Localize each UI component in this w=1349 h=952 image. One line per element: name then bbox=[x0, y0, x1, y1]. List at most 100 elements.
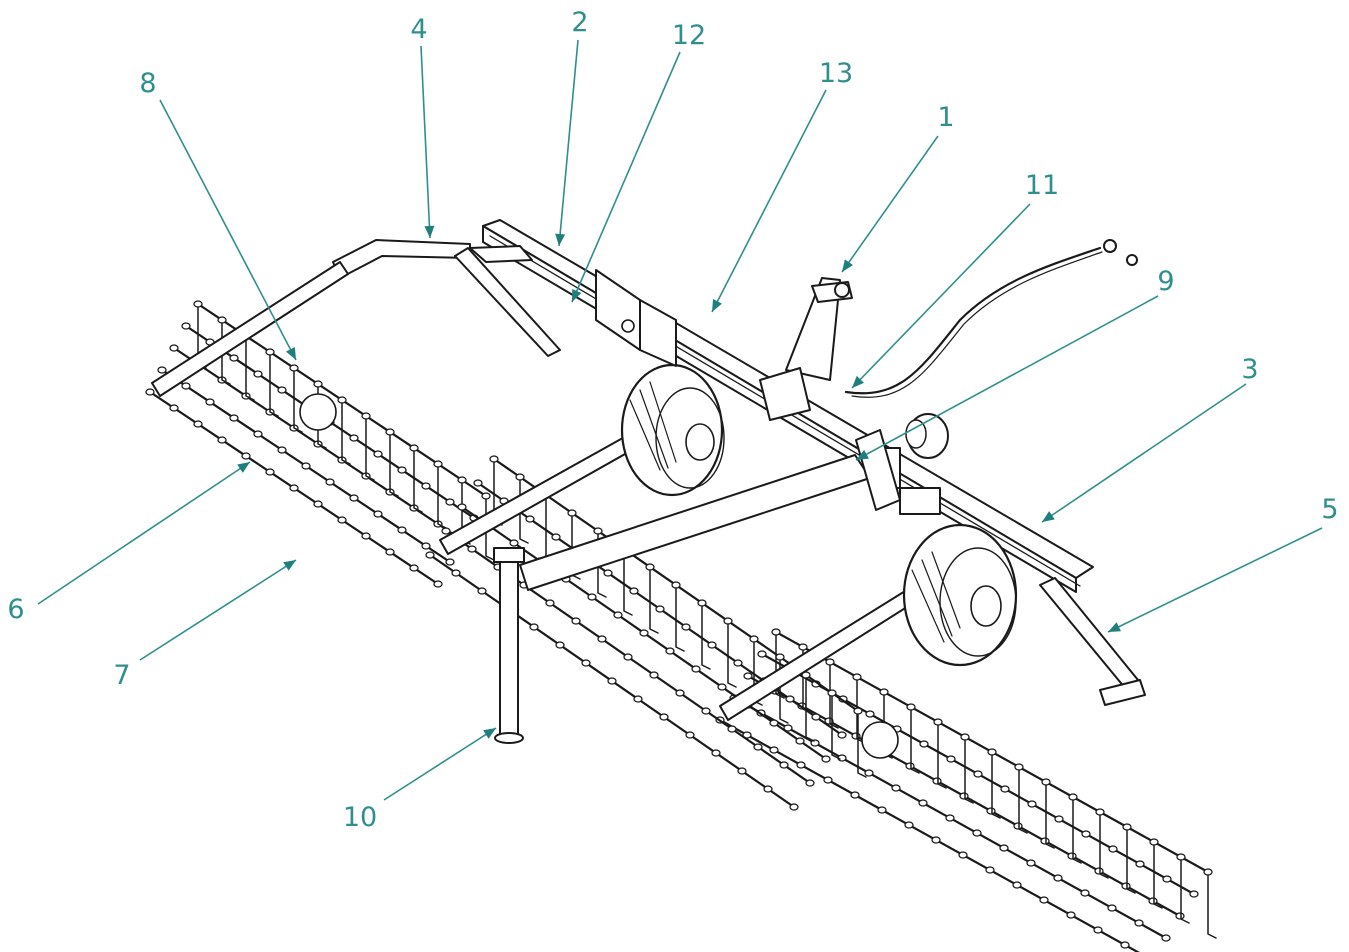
callout-12: 12 bbox=[672, 20, 706, 51]
tine-coil bbox=[313, 380, 323, 388]
tine-coil bbox=[789, 803, 799, 811]
tine-coil bbox=[217, 316, 227, 324]
tine-coil bbox=[1176, 853, 1186, 861]
tine-coil bbox=[477, 587, 487, 595]
callout-6: 6 bbox=[7, 594, 24, 625]
leader-arrowhead-12 bbox=[572, 289, 582, 302]
tine-coil bbox=[361, 532, 371, 540]
tine-coil bbox=[697, 599, 707, 607]
tine-coil bbox=[349, 434, 359, 442]
tine-coil bbox=[727, 725, 737, 733]
tine-coil bbox=[1134, 919, 1144, 927]
tine-coil bbox=[1026, 859, 1036, 867]
tine-coil bbox=[645, 563, 655, 571]
tine-coil bbox=[959, 792, 969, 800]
spring-tine bbox=[1099, 814, 1109, 879]
tine-coil bbox=[1095, 808, 1105, 816]
tine-coil bbox=[1189, 890, 1199, 898]
leader-arrowhead-8 bbox=[286, 347, 296, 360]
tine-coil bbox=[810, 739, 820, 747]
tine-coil bbox=[933, 718, 943, 726]
tine-coil bbox=[433, 580, 443, 588]
tine-coil bbox=[717, 683, 727, 691]
tine-coil bbox=[571, 617, 581, 625]
tine-coil bbox=[373, 510, 383, 518]
tine-coil bbox=[1027, 800, 1037, 808]
tine-coil bbox=[193, 420, 203, 428]
leader-line-8 bbox=[159, 99, 297, 361]
tine-coil bbox=[865, 710, 875, 718]
leader-arrowhead-6 bbox=[237, 462, 250, 473]
tine-coil bbox=[253, 430, 263, 438]
tine-coil bbox=[825, 658, 835, 666]
spring-tine bbox=[701, 605, 711, 670]
spring-tine bbox=[831, 695, 841, 760]
tine-coil bbox=[457, 476, 467, 484]
leader-line-3 bbox=[1041, 383, 1247, 523]
leader-arrowhead-10 bbox=[483, 728, 496, 739]
leader-arrowhead-1 bbox=[842, 259, 854, 272]
tine-coil bbox=[775, 653, 785, 661]
tine-coil bbox=[289, 364, 299, 372]
tine-coil bbox=[265, 468, 275, 476]
callout-2: 2 bbox=[571, 7, 588, 38]
spring-tine bbox=[937, 724, 947, 789]
tine-coil bbox=[361, 412, 371, 420]
right-frame-arm bbox=[1039, 577, 1146, 706]
tine-coil bbox=[743, 672, 753, 680]
tine-coil bbox=[864, 769, 874, 777]
leader-line-5 bbox=[1107, 527, 1323, 633]
tine-coil bbox=[1053, 874, 1063, 882]
tine-coil bbox=[985, 866, 995, 874]
spring-tine bbox=[545, 497, 555, 562]
center-tine-section bbox=[425, 455, 867, 811]
hitch-tower bbox=[759, 277, 853, 421]
tine-coil bbox=[1013, 822, 1023, 830]
tine-coil bbox=[1014, 763, 1024, 771]
spring-tine bbox=[675, 587, 685, 652]
tine-coil bbox=[607, 677, 617, 685]
tine-coil bbox=[193, 300, 203, 308]
tine-coil bbox=[711, 749, 721, 757]
tine-coil bbox=[509, 539, 519, 547]
tine-coil bbox=[1081, 830, 1091, 838]
tine-coil bbox=[1054, 815, 1064, 823]
tine-coil bbox=[1107, 904, 1117, 912]
tine-coil bbox=[671, 581, 681, 589]
tine-coil bbox=[205, 398, 215, 406]
tine-coil bbox=[639, 629, 649, 637]
tine-coil bbox=[551, 533, 561, 541]
drawbar bbox=[439, 419, 919, 721]
tine-coil bbox=[1161, 934, 1171, 942]
tine-coil bbox=[1120, 941, 1130, 949]
callout-4: 4 bbox=[410, 14, 427, 45]
tine-coil bbox=[157, 366, 167, 374]
spring-tine bbox=[269, 354, 279, 417]
tine-coil bbox=[753, 743, 763, 751]
tine-coil bbox=[771, 628, 781, 636]
machine-drawing bbox=[145, 219, 1217, 952]
spring-tine bbox=[1072, 799, 1082, 864]
tine-coil bbox=[229, 354, 239, 362]
leader-line-12 bbox=[571, 51, 681, 303]
tine-coil bbox=[603, 569, 613, 577]
tine-coil bbox=[879, 688, 889, 696]
spring-tine bbox=[857, 713, 867, 778]
tine-coil bbox=[397, 466, 407, 474]
callout-5: 5 bbox=[1321, 494, 1338, 525]
spring-tine bbox=[910, 709, 920, 774]
depth-wheel-right bbox=[902, 523, 1018, 667]
tine-coil bbox=[733, 659, 743, 667]
tine-coil bbox=[769, 719, 779, 727]
right-wing-tine-section bbox=[715, 628, 1217, 952]
tine-coil bbox=[919, 740, 929, 748]
callout-10: 10 bbox=[343, 802, 377, 833]
tine-coil bbox=[515, 473, 525, 481]
callout-13: 13 bbox=[819, 58, 853, 89]
tine-coil bbox=[445, 558, 455, 566]
leader-arrowhead-2 bbox=[555, 233, 566, 246]
tine-coil bbox=[851, 732, 861, 740]
tine-coil bbox=[823, 776, 833, 784]
tine-coil bbox=[1080, 889, 1090, 897]
tine-coil bbox=[821, 755, 831, 763]
